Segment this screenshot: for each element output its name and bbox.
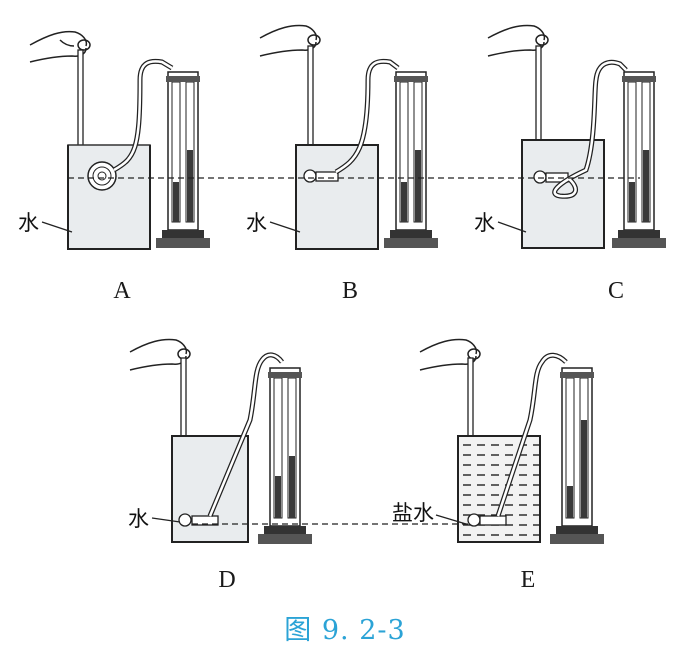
pressure-probe — [178, 513, 219, 527]
liquid-label-c: 水 — [474, 211, 495, 235]
pressure-probe — [87, 161, 117, 191]
pressure-probe — [533, 170, 569, 184]
hand-icon — [259, 24, 321, 57]
hand-icon — [487, 24, 549, 57]
beaker — [67, 144, 151, 250]
panel-d — [129, 338, 312, 544]
panel-label-e: E — [520, 567, 536, 593]
panel-label-d: D — [218, 567, 236, 593]
liquid-label-e: 盐水 — [392, 501, 434, 525]
label-leaders — [41, 221, 527, 525]
liquid-label-d: 水 — [128, 507, 149, 531]
panel-label-b: B — [341, 278, 358, 304]
panel-e — [419, 338, 604, 544]
pressure-probe — [467, 513, 507, 527]
hand-icon — [29, 30, 91, 63]
pressure-probe — [303, 169, 339, 183]
u-tube-manometer — [612, 71, 666, 248]
beaker-saltwater — [457, 435, 541, 543]
panel-a — [29, 30, 210, 250]
panel-c — [487, 24, 666, 249]
u-tube-manometer — [550, 367, 604, 544]
panel-label-a: A — [113, 278, 131, 304]
u-tube-manometer — [156, 71, 210, 248]
hand-icon — [419, 338, 481, 371]
panel-b — [259, 24, 438, 250]
panel-label-c: C — [607, 278, 624, 304]
liquid-label-a: 水 — [18, 211, 39, 235]
figure-caption: 图 9. 2-3 — [284, 615, 406, 646]
u-tube-manometer — [384, 71, 438, 248]
beaker — [295, 144, 379, 250]
liquid-label-b: 水 — [246, 211, 267, 235]
u-tube-manometer — [258, 367, 312, 544]
